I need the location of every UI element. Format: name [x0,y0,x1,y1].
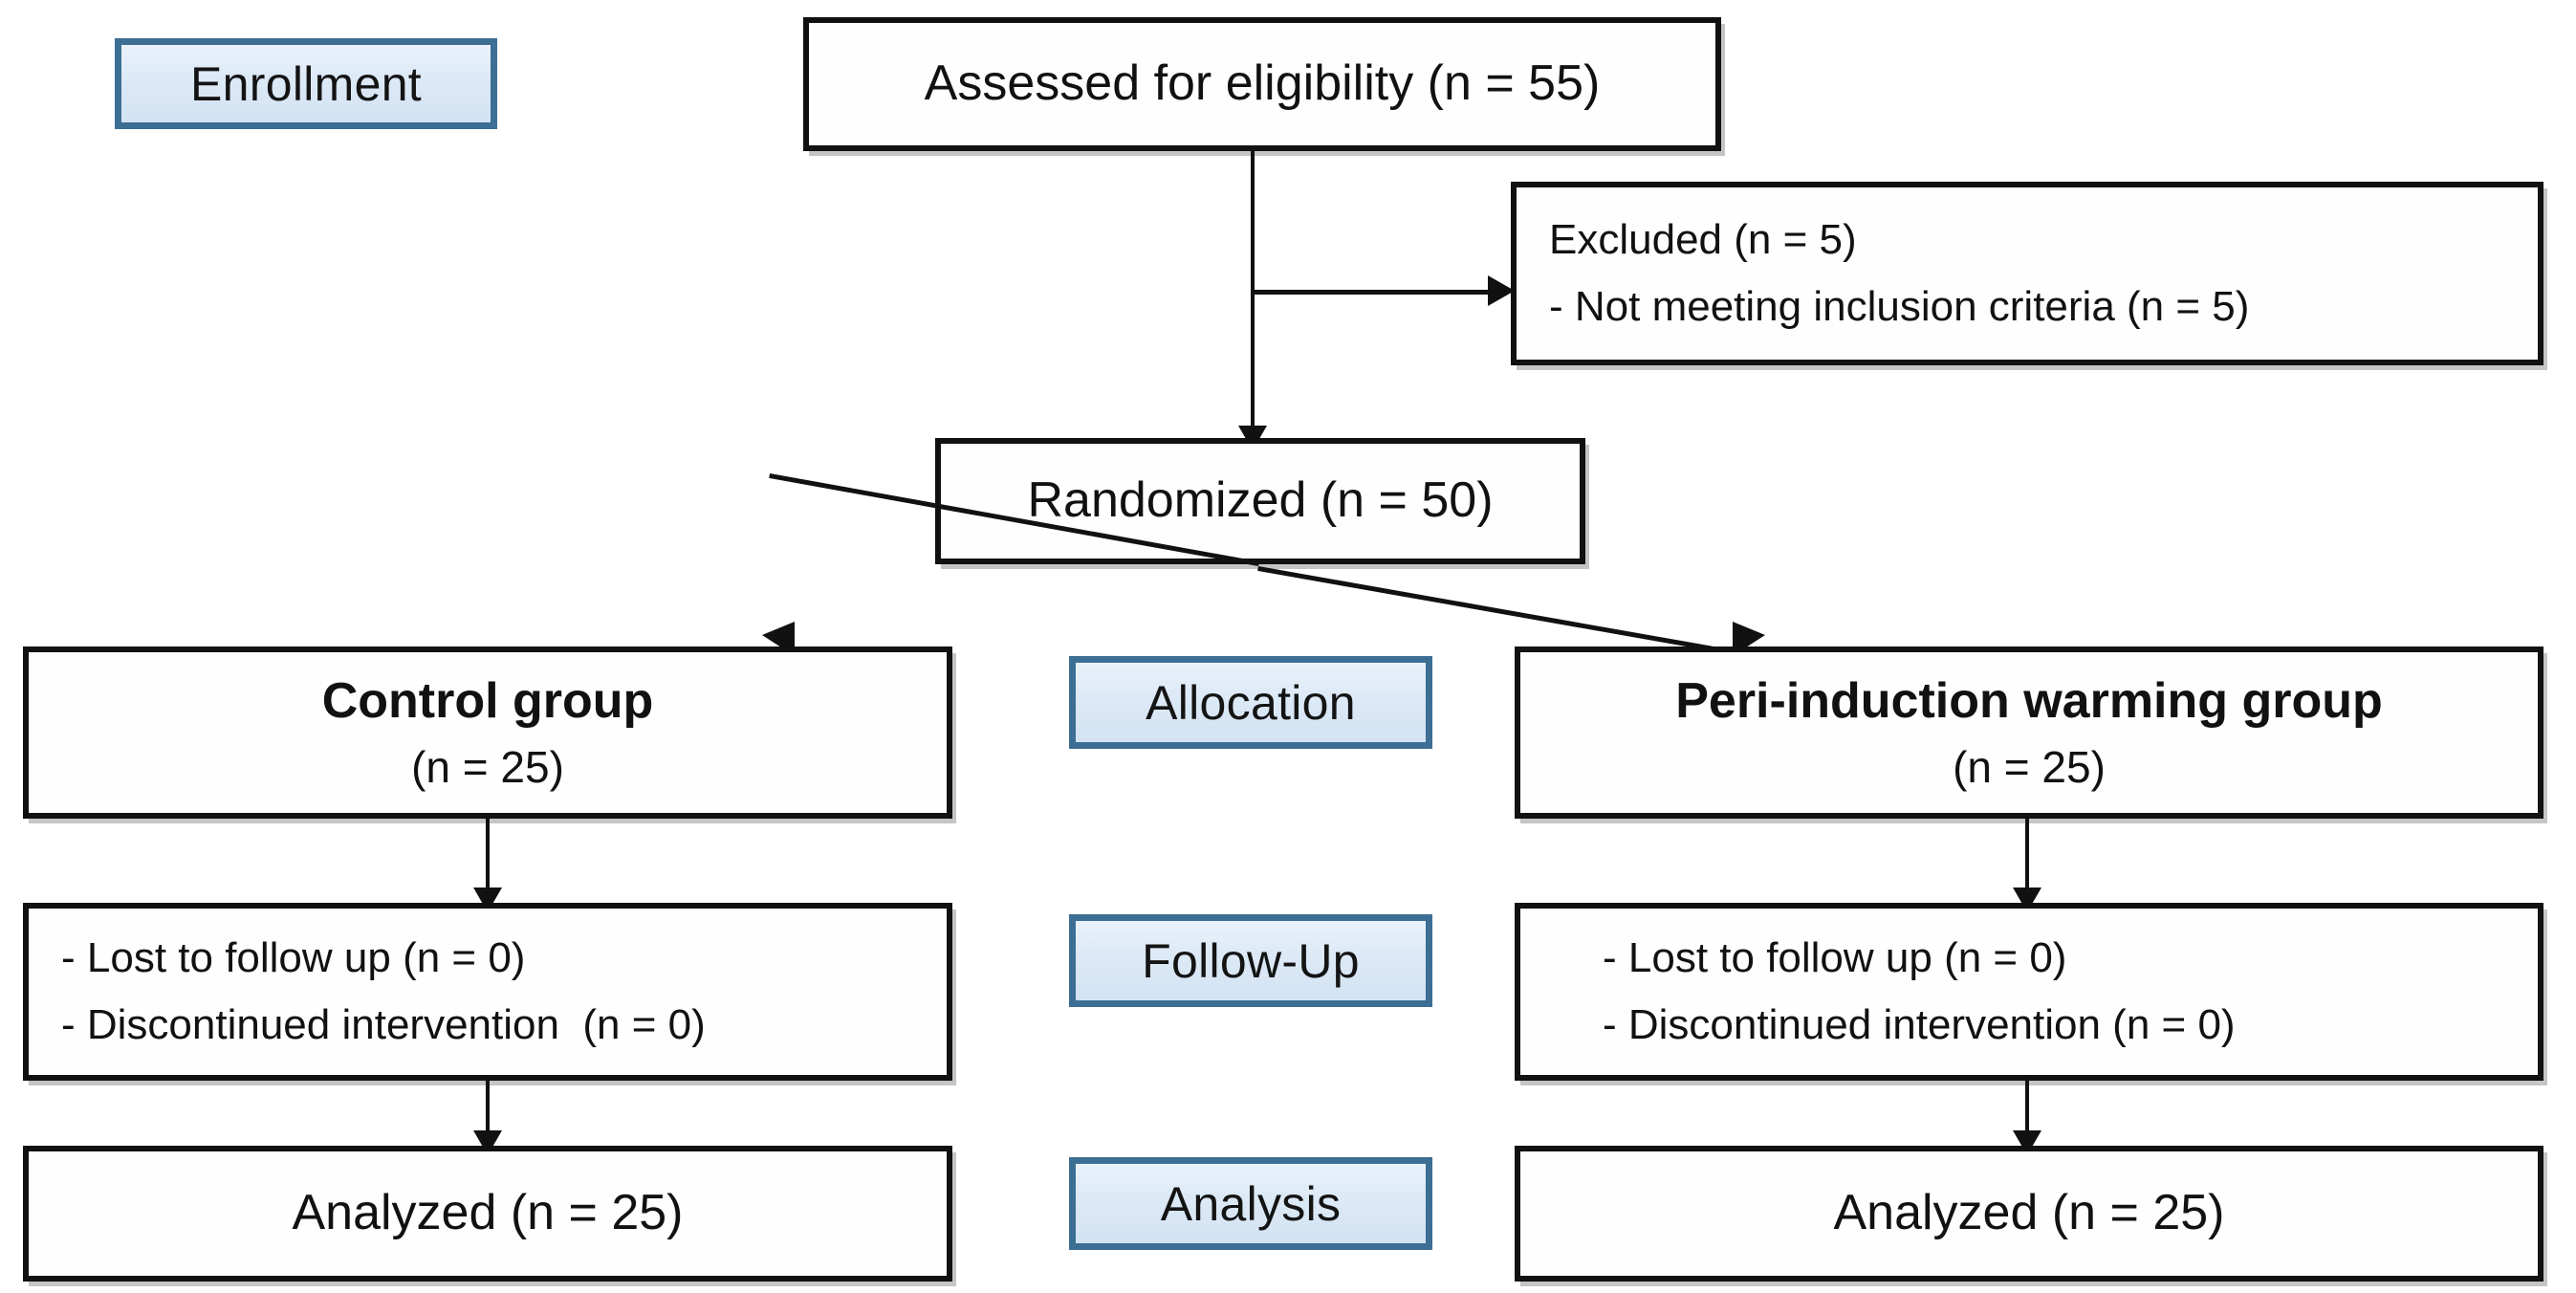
stage-label-followup-text: Follow-Up [1142,933,1360,988]
node-warming-followup-line1: - Lost to follow up (n = 0) [1603,934,2067,982]
node-control-group-count: (n = 25) [411,741,564,792]
node-control-followup: - Lost to follow up (n = 0) - Discontinu… [23,903,952,1081]
node-warming-group-title: Peri-induction warming group [1675,673,2383,730]
stage-label-allocation: Allocation [1069,656,1432,749]
node-excluded: Excluded (n = 5) - Not meeting inclusion… [1511,182,2543,365]
stage-label-enrollment: Enrollment [115,38,497,129]
connector-randomized-to-warming [1257,566,1757,659]
connector-control-alloc-to-followup [486,819,490,903]
node-randomized: Randomized (n = 50) [935,438,1585,564]
node-warming-analyzed: Analyzed (n = 25) [1515,1146,2543,1282]
stage-label-followup: Follow-Up [1069,914,1432,1007]
node-warming-analyzed-text: Analyzed (n = 25) [1833,1185,2225,1241]
node-warming-group-allocation: Peri-induction warming group (n = 25) [1515,646,2543,819]
node-assessed-for-eligibility: Assessed for eligibility (n = 55) [803,17,1721,151]
node-control-group-allocation: Control group (n = 25) [23,646,952,819]
connector-assessed-to-excluded [1251,290,1504,295]
node-excluded-line2: - Not meeting inclusion criteria (n = 5) [1549,283,2250,330]
node-control-analyzed: Analyzed (n = 25) [23,1146,952,1282]
node-control-followup-line2: - Discontinued intervention (n = 0) [61,1001,706,1048]
node-warming-group-count: (n = 25) [1953,741,2106,792]
connector-assessed-to-randomized [1251,151,1255,438]
connector-control-followup-to-analysis [486,1081,490,1146]
node-control-followup-line1: - Lost to follow up (n = 0) [61,934,526,982]
connector-warming-followup-to-analysis [2025,1081,2029,1146]
node-control-analyzed-text: Analyzed (n = 25) [292,1185,684,1241]
connector-warming-alloc-to-followup [2025,819,2029,903]
stage-label-analysis-text: Analysis [1160,1176,1342,1231]
stage-label-analysis: Analysis [1069,1157,1432,1250]
arrow-assessed-to-excluded [1488,275,1515,306]
node-randomized-text: Randomized (n = 50) [1027,472,1494,529]
stage-label-enrollment-text: Enrollment [190,56,422,111]
node-excluded-line1: Excluded (n = 5) [1549,216,1857,264]
node-warming-followup-line2: - Discontinued intervention (n = 0) [1603,1001,2236,1048]
node-control-group-title: Control group [321,673,654,730]
stage-label-allocation-text: Allocation [1146,675,1356,730]
node-warming-followup: - Lost to follow up (n = 0) - Discontinu… [1515,903,2543,1081]
node-assessed-text: Assessed for eligibility (n = 55) [924,55,1601,112]
